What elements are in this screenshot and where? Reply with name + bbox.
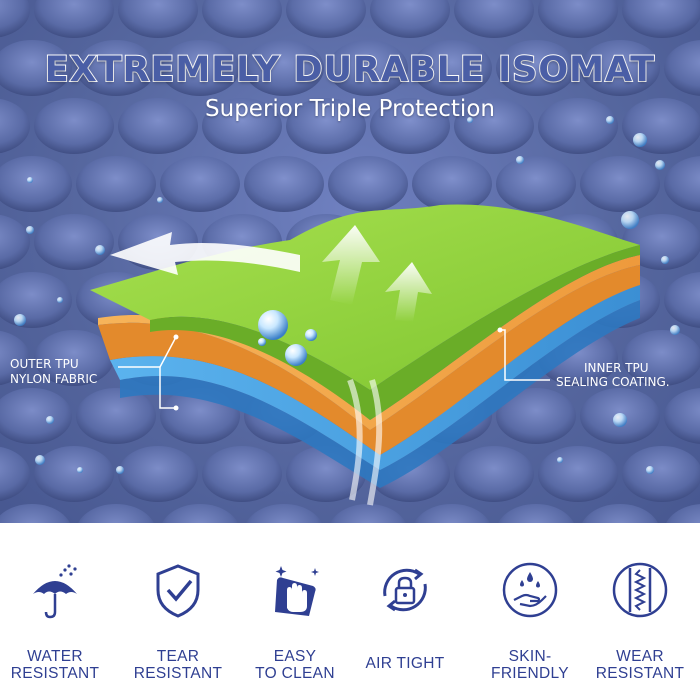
feature-label-line: SKIN- xyxy=(508,648,552,665)
feature-label-line: TO CLEAN xyxy=(255,665,335,682)
feature-label-line: AIR TIGHT xyxy=(365,655,445,672)
feature-label-line: RESISTANT xyxy=(133,665,223,682)
hand-drops-icon xyxy=(500,560,560,620)
padlock-icon xyxy=(375,560,435,620)
page-subtitle: Superior Triple Protection xyxy=(205,96,495,122)
shield-check-icon xyxy=(148,560,208,620)
outer-layer-label-line2: NYLON FABRIC xyxy=(10,372,98,386)
hand-wipe-icon xyxy=(265,560,325,620)
feature-label-line: WATER xyxy=(27,648,83,665)
fabric-weave-icon xyxy=(610,560,670,620)
feature-label-line: EASY xyxy=(273,648,317,665)
feature-label-line: RESISTANT xyxy=(10,665,100,682)
inner-layer-label-line2: SEALING COATING. xyxy=(556,375,670,389)
outer-layer-label: OUTER TPU NYLON FABRIC xyxy=(10,357,97,387)
feature-label-line: WEAR xyxy=(616,648,664,665)
page-title: EXTREMELY DURABLE ISOMAT xyxy=(44,49,656,91)
feature-label-line: FRIENDLY xyxy=(491,665,569,682)
feature-label-line: TEAR xyxy=(156,648,200,665)
inner-layer-label-line1: INNER TPU xyxy=(584,361,649,375)
inner-layer-label: INNER TPU SEALING COATING. xyxy=(556,361,670,389)
umbrella-rain-icon xyxy=(25,560,85,620)
mat-texture-illustration xyxy=(0,0,700,523)
feature-skin-friendly: SKIN-FRIENDLY xyxy=(470,560,590,682)
feature-air-tight: AIR TIGHT xyxy=(345,560,465,672)
feature-label-line: RESISTANT xyxy=(595,665,685,682)
outer-layer-label-line1: OUTER TPU xyxy=(10,357,79,371)
hero-image: EXTREMELY DURABLE ISOMAT Superior Triple… xyxy=(0,0,700,523)
